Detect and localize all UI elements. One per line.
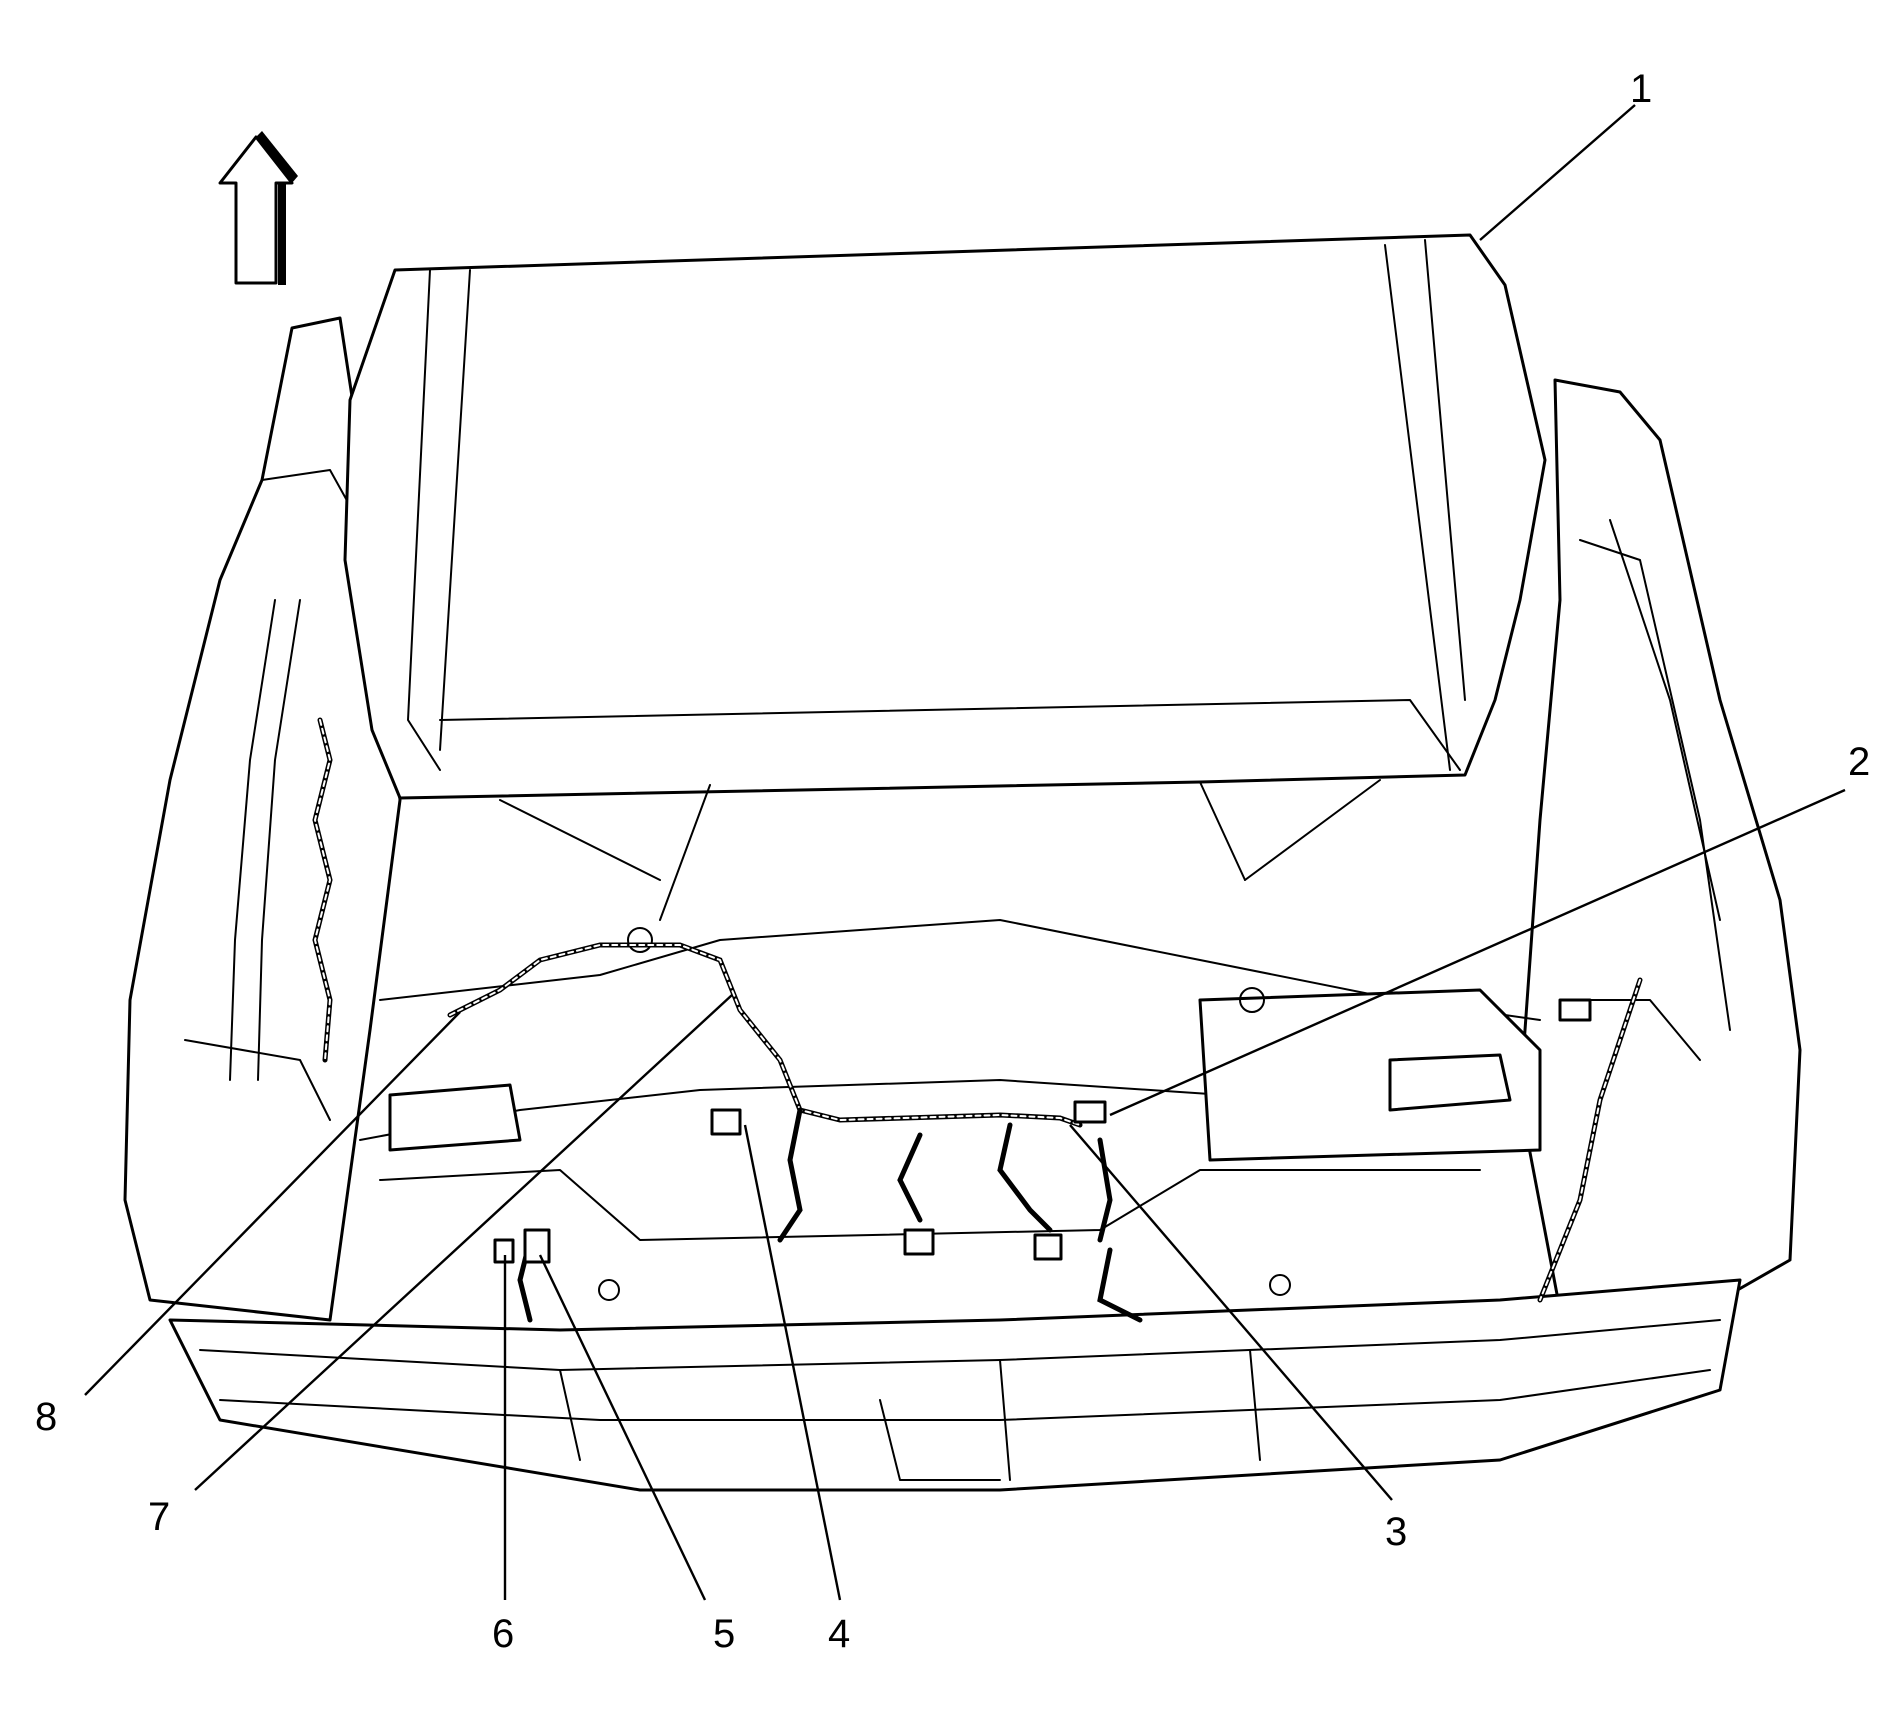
callout-4: 4 (828, 1612, 850, 1656)
callout-1: 1 (1630, 67, 1652, 111)
up-arrow-icon (218, 131, 298, 285)
leader-7 (194, 994, 733, 1491)
callout-6: 6 (492, 1612, 514, 1656)
wiring-harness (312, 717, 1643, 1323)
callout-3: 3 (1385, 1510, 1407, 1554)
leader-2 (1109, 788, 1846, 1117)
leader-3 (1069, 1124, 1393, 1501)
leader-4 (743, 1124, 842, 1601)
engine-compartment (359, 919, 1542, 1301)
leader-lines (84, 104, 1846, 1601)
callouts: 1 2 3 4 5 6 7 8 (35, 67, 1870, 1656)
right-fender (1518, 378, 1802, 1312)
leader-8 (84, 1011, 461, 1396)
callout-8: 8 (35, 1395, 57, 1439)
hood (343, 233, 1547, 921)
callout-5: 5 (713, 1612, 735, 1656)
left-fender (123, 316, 402, 1322)
front-bumper (168, 1278, 1742, 1492)
leader-1 (1479, 104, 1636, 241)
leader-5 (538, 1254, 707, 1601)
callout-2: 2 (1848, 740, 1870, 784)
callout-7: 7 (148, 1495, 170, 1539)
